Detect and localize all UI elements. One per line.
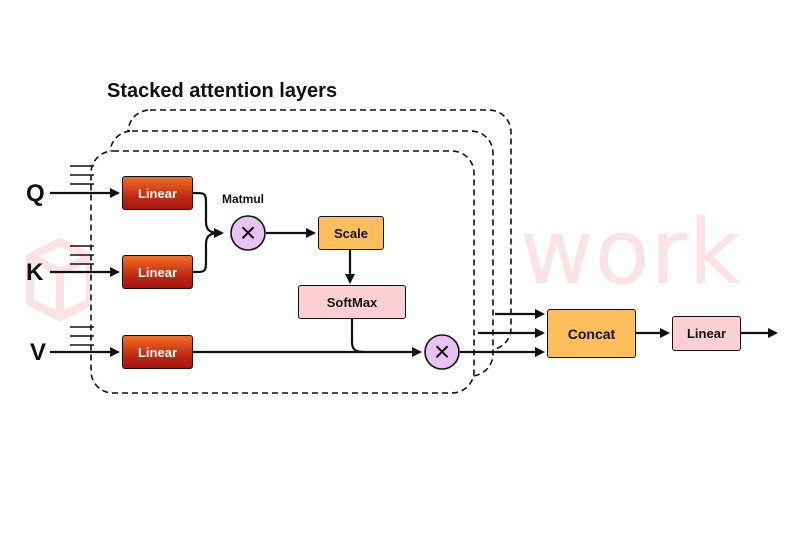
- scale-box: Scale: [318, 216, 384, 250]
- linear-output-box: Linear: [672, 316, 741, 351]
- diagram-title: Stacked attention layers: [107, 80, 338, 102]
- q-to-matmul-wire: [192, 191, 223, 235]
- k-to-matmul-wire: [192, 228, 224, 274]
- input-k-label: K: [26, 259, 44, 286]
- multiply-op-circle: [424, 334, 460, 370]
- matmul-op-circle: [230, 215, 266, 251]
- linear-q-box: Linear: [122, 176, 193, 210]
- stack-frame-front: [90, 150, 475, 394]
- matmul-symbol-icon: ×: [239, 217, 257, 248]
- q-input-lines: [70, 165, 94, 185]
- watermark-text: work: [520, 200, 742, 305]
- linear-k-box: Linear: [122, 255, 193, 289]
- linear-v-box: Linear: [122, 335, 193, 369]
- concat-box: Concat: [547, 309, 636, 358]
- softmax-box: SoftMax: [298, 285, 406, 319]
- input-v-label: V: [30, 339, 47, 366]
- multiply-symbol-icon: ×: [433, 336, 451, 367]
- v-input-lines: [70, 326, 94, 346]
- k-input-lines: [70, 245, 94, 265]
- input-q-label: Q: [26, 180, 45, 207]
- matmul-label: Matmul: [222, 192, 264, 206]
